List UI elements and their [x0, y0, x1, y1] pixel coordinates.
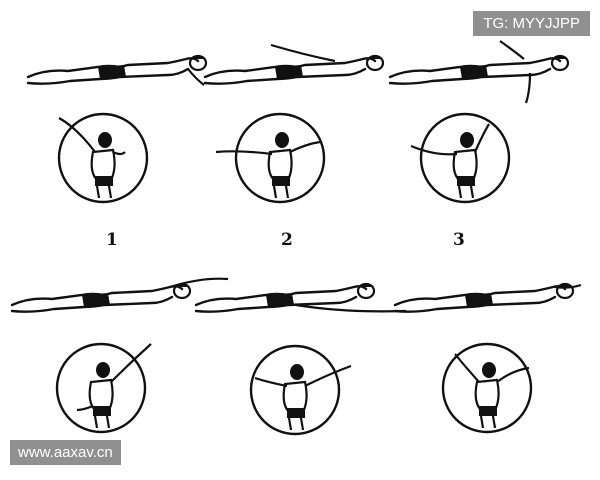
- top-swimmer-3: [410, 112, 511, 204]
- side-swimmer-6: [393, 282, 582, 313]
- side-swimmer-5: [194, 282, 407, 313]
- top-swimmer-4: [55, 342, 152, 434]
- top-swimmer-2: [215, 112, 326, 204]
- watermark-top-right: TG: MYYJJPP: [473, 11, 590, 36]
- watermark-bottom-left: www.aaxav.cn: [10, 440, 121, 465]
- step-number-1: 1: [106, 230, 118, 250]
- side-swimmer-1: [26, 54, 208, 86]
- side-swimmer-4: [10, 277, 229, 313]
- step-number-3: 3: [453, 230, 465, 250]
- step-number-2: 2: [281, 230, 293, 250]
- side-swimmer-3: [388, 40, 570, 104]
- top-swimmer-1: [57, 112, 149, 204]
- top-swimmer-6: [441, 342, 533, 434]
- side-swimmer-2: [203, 43, 385, 85]
- top-swimmer-5: [249, 344, 352, 436]
